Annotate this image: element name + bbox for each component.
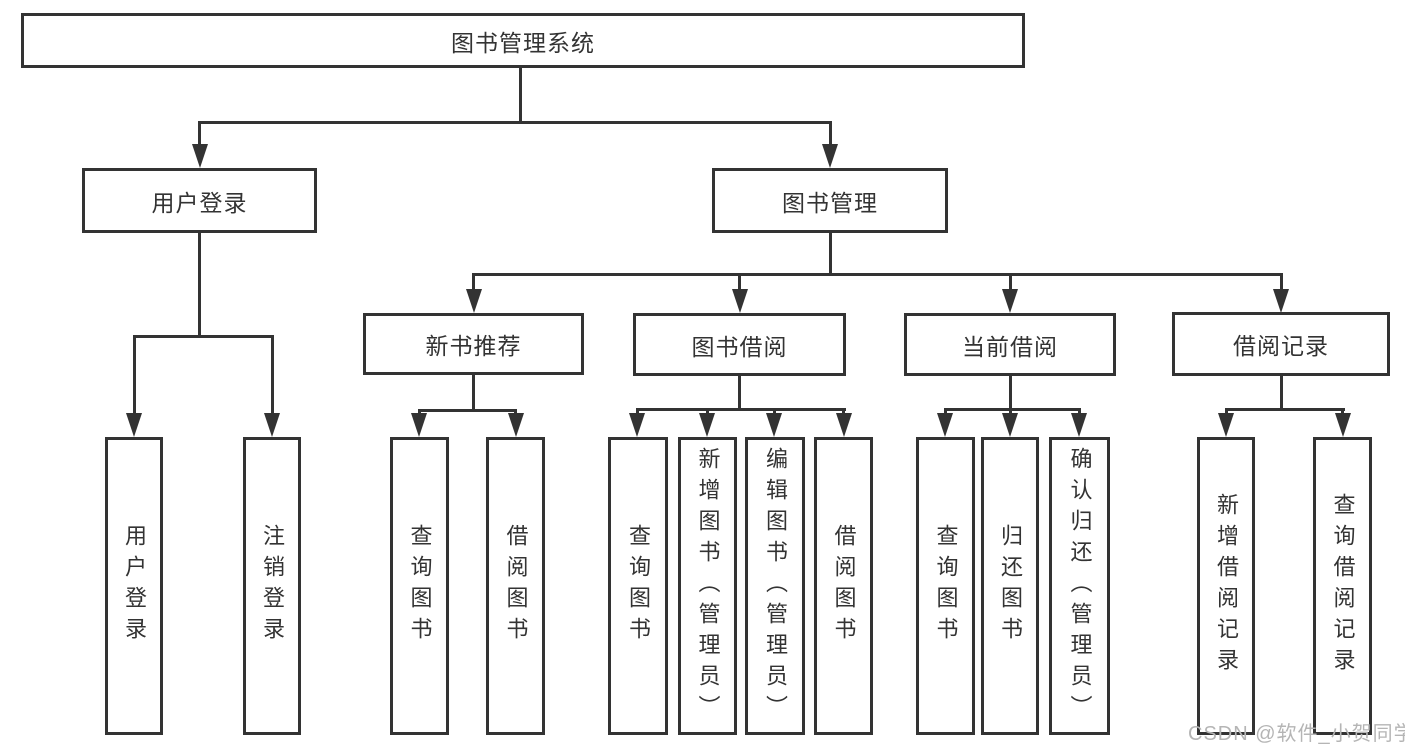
connector-line <box>132 335 274 338</box>
node-book-management-label: 图书管理 <box>782 189 878 216</box>
leaf-record-add-label: 新增借阅记录 <box>1214 493 1239 679</box>
connector-line <box>472 273 1283 276</box>
connector-line <box>738 273 741 293</box>
leaf-newbook-borrow: 借阅图书 <box>486 437 545 735</box>
node-book-management: 图书管理 <box>712 168 948 233</box>
arrow-down-icon <box>1002 289 1018 313</box>
leaf-current-query: 查询图书 <box>916 437 975 735</box>
leaf-current-return-label: 归还图书 <box>998 524 1023 648</box>
leaf-record-query-label: 查询借阅记录 <box>1330 493 1356 679</box>
leaf-user-login-label: 用户登录 <box>122 524 147 648</box>
leaf-newbook-query: 查询图书 <box>390 437 449 735</box>
arrow-down-icon <box>731 289 748 313</box>
connector-line <box>472 375 475 409</box>
leaf-current-confirm-return: 确认归还（管理员） <box>1049 437 1110 735</box>
arrow-down-icon <box>822 144 838 168</box>
node-book-borrow-label: 图书借阅 <box>691 333 788 360</box>
connector-line <box>635 408 846 411</box>
connector-line <box>1279 376 1283 408</box>
node-new-book-recommend-label: 新书推荐 <box>425 333 522 359</box>
connector-line <box>270 335 274 420</box>
arrow-down-icon <box>264 413 280 437</box>
leaf-record-query: 查询借阅记录 <box>1313 437 1372 735</box>
node-borrow-records-label: 借阅记录 <box>1233 333 1329 359</box>
arrow-down-icon <box>629 413 645 437</box>
node-user-login: 用户登录 <box>82 168 317 233</box>
connector-line <box>198 233 201 335</box>
node-root-label: 图书管理系统 <box>451 29 595 56</box>
leaf-borrow-add-book: 新增图书（管理员） <box>678 437 737 735</box>
arrow-down-icon <box>191 144 208 168</box>
leaf-logout-label: 注销登录 <box>260 524 285 648</box>
leaf-current-query-label: 查询图书 <box>933 524 959 648</box>
leaf-newbook-borrow-label: 借阅图书 <box>503 524 529 648</box>
node-root: 图书管理系统 <box>21 13 1025 68</box>
arrow-down-icon <box>835 413 852 437</box>
connector-line <box>417 409 517 412</box>
arrow-down-icon <box>1273 289 1289 313</box>
connector-line <box>1279 273 1283 293</box>
connector-line <box>1008 273 1012 293</box>
leaf-borrow-query-label: 查询图书 <box>626 524 651 648</box>
leaf-logout: 注销登录 <box>243 437 301 735</box>
connector-line <box>828 233 832 273</box>
node-new-book-recommend: 新书推荐 <box>363 313 584 375</box>
node-user-login-label: 用户登录 <box>151 189 248 216</box>
node-current-borrow-label: 当前借阅 <box>962 333 1058 360</box>
leaf-borrow-edit-book: 编辑图书（管理员） <box>745 437 805 735</box>
arrow-down-icon <box>507 413 524 437</box>
arrow-down-icon <box>766 413 782 437</box>
connector-line <box>198 121 831 124</box>
connector-line <box>738 376 741 408</box>
connector-line <box>828 121 832 151</box>
leaf-borrow-borrow-book-label: 借阅图书 <box>831 524 857 648</box>
arrow-down-icon <box>1002 413 1018 437</box>
leaf-borrow-borrow-book: 借阅图书 <box>814 437 873 735</box>
connector-line <box>132 335 136 420</box>
node-book-borrow: 图书借阅 <box>633 313 846 376</box>
connector-line <box>198 121 201 151</box>
arrow-down-icon <box>1218 413 1234 437</box>
connector-line <box>519 68 522 121</box>
leaf-newbook-query-label: 查询图书 <box>407 524 433 648</box>
leaf-borrow-add-book-label: 新增图书（管理员） <box>695 446 721 726</box>
watermark: CSDN @软件_小贺同学 <box>1188 723 1405 745</box>
leaf-current-confirm-return-label: 确认归还（管理员） <box>1067 446 1093 726</box>
node-current-borrow: 当前借阅 <box>904 313 1116 376</box>
arrow-down-icon <box>937 413 953 437</box>
leaf-borrow-edit-book-label: 编辑图书（管理员） <box>763 446 788 726</box>
connector-line <box>1224 408 1345 411</box>
arrow-down-icon <box>1334 413 1351 437</box>
arrow-down-icon <box>699 413 715 437</box>
connector-line <box>943 408 1081 411</box>
connector-line <box>1008 376 1012 408</box>
arrow-down-icon <box>126 413 142 437</box>
arrow-down-icon <box>465 289 482 313</box>
connector-line <box>472 273 475 293</box>
leaf-borrow-query: 查询图书 <box>608 437 668 735</box>
arrow-down-icon <box>411 413 427 437</box>
leaf-current-return: 归还图书 <box>981 437 1039 735</box>
leaf-user-login: 用户登录 <box>105 437 163 735</box>
leaf-record-add: 新增借阅记录 <box>1197 437 1255 735</box>
arrow-down-icon <box>1071 413 1087 437</box>
node-borrow-records: 借阅记录 <box>1172 312 1390 376</box>
